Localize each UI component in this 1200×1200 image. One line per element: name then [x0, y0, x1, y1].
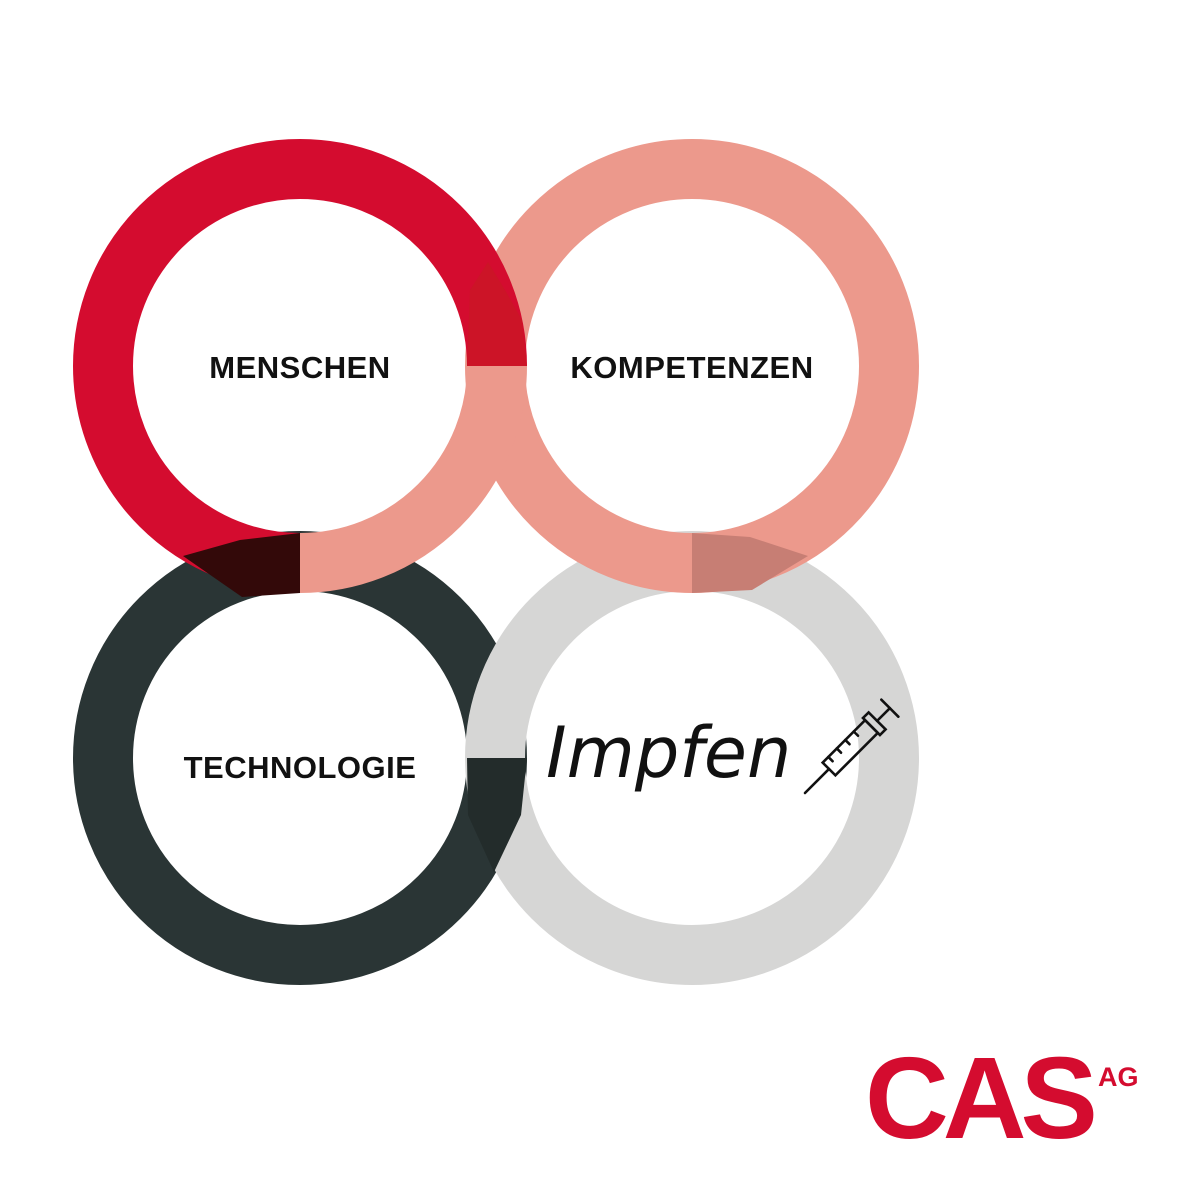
ring-menschen [73, 139, 527, 593]
syringe-icon [803, 698, 900, 795]
overlap-red-dark [183, 533, 300, 597]
overlap-dark-gray [467, 758, 527, 872]
logo-text-cas: CAS [865, 1033, 1094, 1148]
overlap-salmon-gray [692, 533, 808, 593]
label-technologie: TECHNOLOGIE [184, 750, 417, 785]
label-impfen: Impfen [546, 712, 791, 794]
logo-text-ag: AG [1098, 1062, 1139, 1092]
label-menschen: MENSCHEN [209, 350, 390, 385]
cas-logo: CAS AG [865, 1033, 1139, 1148]
overlap-red-salmon [467, 262, 527, 366]
ring-menschen-salmon-segment [299, 365, 527, 593]
label-kompetenzen: KOMPETENZEN [570, 350, 813, 385]
